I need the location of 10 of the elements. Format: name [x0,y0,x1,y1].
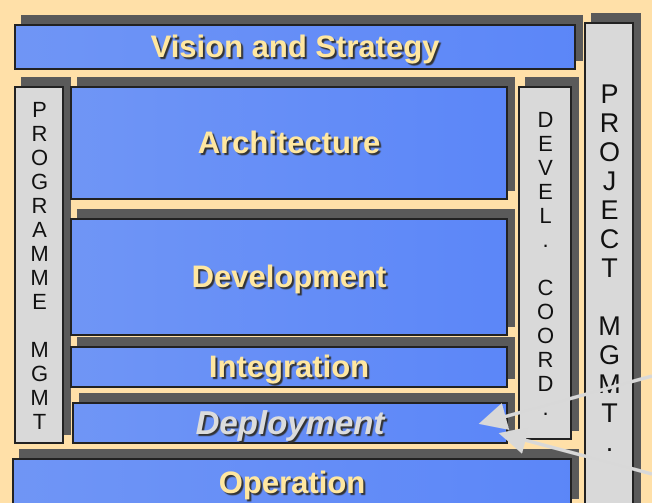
layer-label: Operation [218,465,366,501]
layer-label: Architecture [198,125,380,161]
layer-label: Development [192,259,386,295]
layer-label: Deployment [196,404,384,442]
arrow [478,374,652,430]
layer-label: Vision and Strategy [150,29,440,65]
column-label: PROGRAMME MGMT [28,97,50,433]
column-label: DEVEL. COORD. [534,107,556,419]
layer-label: Integration [208,349,370,385]
arrow [498,426,652,476]
